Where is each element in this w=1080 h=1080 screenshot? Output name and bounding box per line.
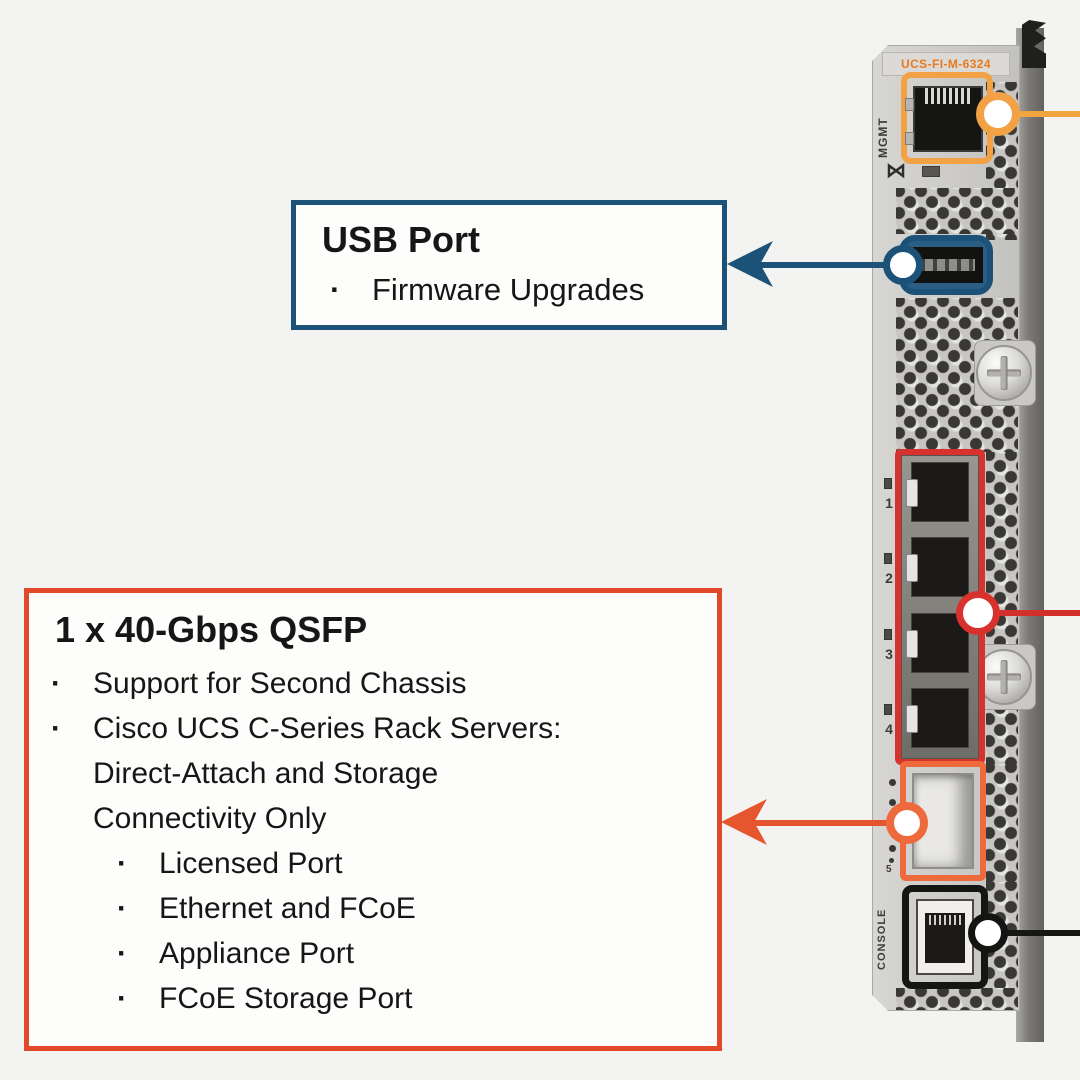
qsfp-sub-bullet-2: · Ethernet and FCoE bbox=[29, 886, 717, 931]
port-led bbox=[884, 629, 892, 640]
port-led bbox=[889, 858, 894, 863]
port-led bbox=[884, 553, 892, 564]
port-led bbox=[889, 845, 896, 852]
port-led bbox=[884, 478, 892, 489]
scalability-callout-dot bbox=[886, 802, 928, 844]
rj45-pins bbox=[925, 88, 971, 104]
sfp-port-4 bbox=[906, 688, 969, 748]
vent-perforation bbox=[896, 988, 1018, 1010]
bullet-icon: · bbox=[51, 712, 61, 745]
qsfp-bullet-2: · Cisco UCS C-Series Rack Servers: Direc… bbox=[29, 706, 717, 841]
qsfp-callout-box: 1 x 40-Gbps QSFP · Support for Second Ch… bbox=[24, 588, 722, 1051]
rj45-pins bbox=[929, 915, 961, 925]
port-number-2: 2 bbox=[885, 570, 893, 586]
bullet-icon: · bbox=[330, 272, 341, 307]
usb-callout-box: USB Port · Firmware Upgrades bbox=[291, 200, 727, 330]
network-icon: ⋈ bbox=[886, 160, 906, 182]
qsfp-sub-bullet-4: · FCoE Storage Port bbox=[29, 976, 717, 1021]
qsfp-callout-dot bbox=[956, 591, 1000, 635]
scalability-callout-line bbox=[744, 820, 904, 826]
bullet-icon: · bbox=[117, 937, 127, 970]
qsfp-sub-bullet-3-text: Appliance Port bbox=[159, 937, 355, 970]
console-callout-line bbox=[1000, 930, 1080, 936]
usb-callout-title: USB Port bbox=[322, 219, 481, 260]
qsfp-sub-bullet-4-text: FCoE Storage Port bbox=[159, 982, 413, 1015]
console-callout-dot bbox=[968, 913, 1008, 953]
bullet-icon: · bbox=[117, 892, 127, 925]
qsfp-bullet-2-text: Cisco UCS C-Series Rack Servers: Direct-… bbox=[93, 712, 562, 835]
bullet-icon: · bbox=[117, 847, 127, 880]
port-number-1: 1 bbox=[885, 495, 893, 511]
usb-callout-line bbox=[748, 262, 900, 268]
qsfp-bullet-1-text: Support for Second Chassis bbox=[93, 667, 467, 700]
console-port-label: CONSOLE bbox=[876, 908, 888, 970]
sfp-port-2 bbox=[906, 537, 969, 597]
bullet-icon: · bbox=[117, 982, 127, 1015]
qsfp-sub-bullet-2-text: Ethernet and FCoE bbox=[159, 892, 416, 925]
sfp-port-1 bbox=[906, 462, 969, 522]
thumbscrew-icon bbox=[976, 345, 1032, 401]
status-led bbox=[922, 166, 940, 177]
usb-callout-dot bbox=[883, 245, 923, 285]
usb-bullet-text: Firmware Upgrades bbox=[372, 272, 645, 307]
chassis-side-rail bbox=[1016, 28, 1044, 1042]
qsfp-sub-bullet-3: · Appliance Port bbox=[29, 931, 717, 976]
mgmt-callout-line bbox=[1012, 111, 1080, 117]
port-number-4: 4 bbox=[885, 721, 893, 737]
qsfp-sub-bullet-1: · Licensed Port bbox=[29, 841, 717, 886]
bullet-icon: · bbox=[51, 667, 61, 700]
usb-callout-bullet: · Firmware Upgrades bbox=[296, 272, 722, 308]
usb-connector-tongue bbox=[921, 259, 975, 271]
port-number-3: 3 bbox=[885, 646, 893, 662]
port-number-5: 5 bbox=[886, 864, 892, 875]
vent-perforation bbox=[896, 188, 1018, 234]
port-led bbox=[884, 704, 892, 715]
mgmt-port-label: MGMT bbox=[876, 117, 890, 158]
qsfp-sub-bullet-1-text: Licensed Port bbox=[159, 847, 343, 880]
mgmt-callout-dot bbox=[976, 92, 1020, 136]
port-led bbox=[889, 799, 896, 806]
vent-perforation bbox=[986, 764, 1018, 882]
port-clip bbox=[905, 132, 914, 145]
qsfp-bullet-1: · Support for Second Chassis bbox=[29, 661, 717, 706]
qsfp-callout-title: 1 x 40-Gbps QSFP bbox=[55, 609, 368, 650]
port-clip bbox=[905, 98, 914, 111]
port-led bbox=[889, 779, 896, 786]
qsfp-callout-line bbox=[990, 610, 1080, 616]
thumbscrew-icon bbox=[976, 649, 1032, 705]
